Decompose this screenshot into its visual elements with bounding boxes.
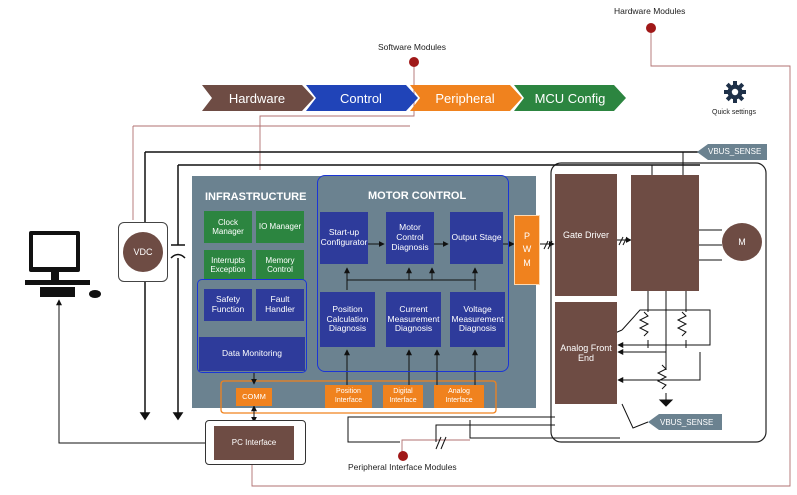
quick-settings-label: Quick settings	[712, 109, 756, 116]
nav-chevron-mcu-config	[514, 85, 626, 111]
nav-control-button[interactable]: Control	[340, 90, 382, 106]
signal-arrows	[251, 236, 632, 450]
current-measurement-diagnosis-module[interactable]: Current Measurement Diagnosis	[386, 292, 441, 347]
analog-front-end-block[interactable]: Analog Front End	[555, 302, 617, 404]
vbus-sense-tag-top	[697, 144, 767, 160]
io-manager-module[interactable]: IO Manager	[256, 211, 304, 243]
hardware-modules-label: Hardware Modules	[614, 6, 686, 16]
data-monitoring-module[interactable]: Data Monitoring	[199, 337, 305, 371]
vdc-block[interactable]: VDC	[118, 222, 168, 282]
peripheral-interface-modules-label: Peripheral Interface Modules	[348, 462, 457, 472]
software-modules-label: Software Modules	[378, 42, 447, 52]
position-interface[interactable]: Position Interface	[325, 385, 372, 408]
nav-chevron-hardware	[202, 85, 314, 111]
digital-interface[interactable]: Digital Interface	[383, 385, 423, 408]
interrupts-exception-module[interactable]: Interrupts Exception	[204, 250, 252, 280]
hardware-container	[550, 162, 767, 443]
motor-control-diagnosis-module[interactable]: Motor Control Diagnosis	[386, 212, 434, 264]
memory-control-module[interactable]: Memory Control	[256, 250, 304, 280]
infrastructure-title: INFRASTRUCTURE	[205, 191, 307, 203]
startup-configurator-module[interactable]: Start-up Configurator	[320, 212, 368, 264]
nav-chevron-peripheral	[410, 85, 522, 111]
red-markers	[398, 23, 656, 461]
safety-function-module[interactable]: Safety Function	[204, 289, 252, 321]
vbus-sense-top-label: VBUS_SENSE	[708, 147, 762, 156]
nav-mcu-config-button[interactable]: MCU Config	[534, 90, 606, 106]
vbus-sense-bottom-label: VBUS_SENSE	[660, 418, 714, 427]
pwm-module[interactable]: PWM	[514, 215, 540, 285]
computer-icon	[25, 231, 101, 298]
vdc-source: VDC	[123, 232, 163, 272]
inverter-bridge-block[interactable]	[631, 175, 699, 291]
nav-hardware-button[interactable]: Hardware	[228, 90, 286, 106]
power-stage	[614, 152, 722, 407]
selection-outline-safety	[197, 279, 307, 373]
motor-control-title: MOTOR CONTROL	[368, 190, 467, 202]
nav-peripheral-button[interactable]: Peripheral	[435, 90, 495, 106]
pc-interface-block[interactable]: PC Interface	[214, 426, 294, 460]
clock-manager-module[interactable]: Clock Manager	[204, 211, 252, 243]
quick-settings-button[interactable]	[722, 80, 748, 106]
gear-icon	[724, 81, 746, 103]
analog-interface[interactable]: Analog Interface	[434, 385, 484, 408]
motor-symbol[interactable]: M	[722, 223, 762, 261]
voltage-measurement-diagnosis-module[interactable]: Voltage Measurement Diagnosis	[450, 292, 505, 347]
nav-chevron-control	[306, 85, 418, 111]
fault-handler-module[interactable]: Fault Handler	[256, 289, 304, 321]
comm-interface[interactable]: COMM	[236, 388, 272, 406]
power-rails	[139, 151, 700, 421]
output-stage-module[interactable]: Output Stage	[450, 212, 503, 264]
position-calculation-diagnosis-module[interactable]: Position Calculation Diagnosis	[320, 292, 375, 347]
vbus-sense-tag-bottom	[648, 414, 722, 430]
gate-driver-block[interactable]: Gate Driver	[555, 174, 617, 296]
peripheral-bus	[220, 380, 497, 414]
motor-control-group	[317, 175, 509, 372]
